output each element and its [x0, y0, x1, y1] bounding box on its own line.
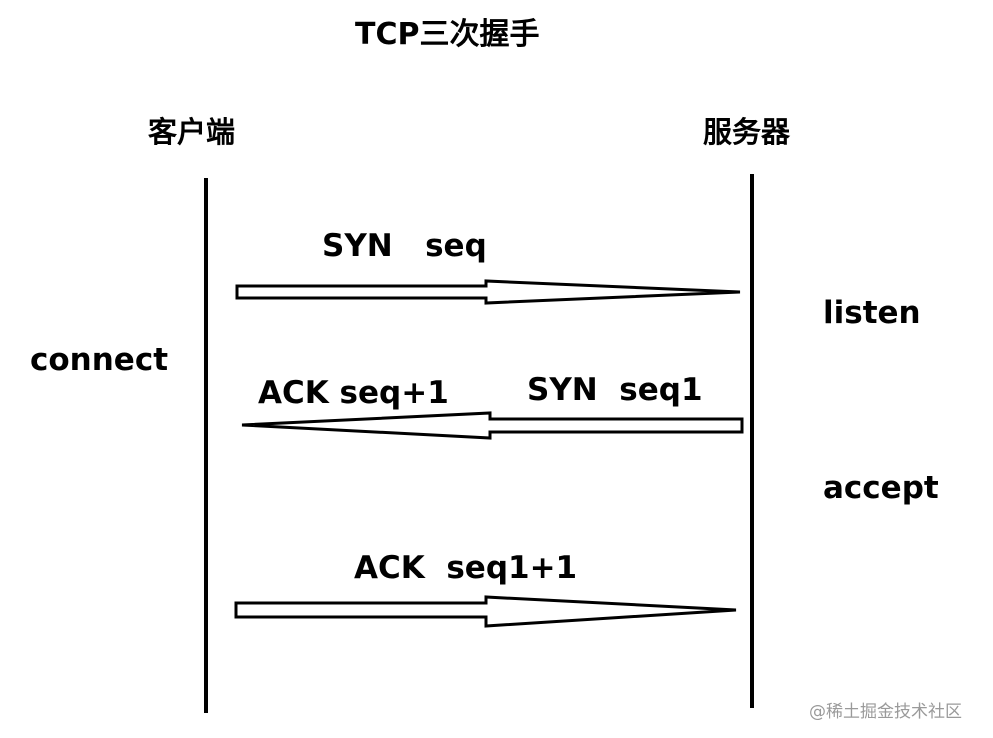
watermark: @稀土掘金技术社区: [809, 702, 962, 722]
syn-arrow: [235, 279, 741, 305]
syn-ack-arrow: [241, 411, 744, 440]
final-ack-message-label: ACK seq1+1: [354, 550, 578, 586]
server-label: 服务器: [703, 115, 791, 149]
client-label: 客户端: [148, 115, 236, 149]
syn-message-label: SYN seq: [322, 228, 487, 264]
accept-state-label: accept: [823, 470, 939, 506]
listen-state-label: listen: [823, 295, 921, 331]
ack-message-label: ACK seq+1: [258, 375, 449, 411]
syn-seq1-message-label: SYN seq1: [527, 372, 703, 408]
connect-state-label: connect: [30, 342, 169, 378]
diagram-title: TCP三次握手: [355, 17, 540, 52]
ack-arrow: [234, 595, 737, 628]
